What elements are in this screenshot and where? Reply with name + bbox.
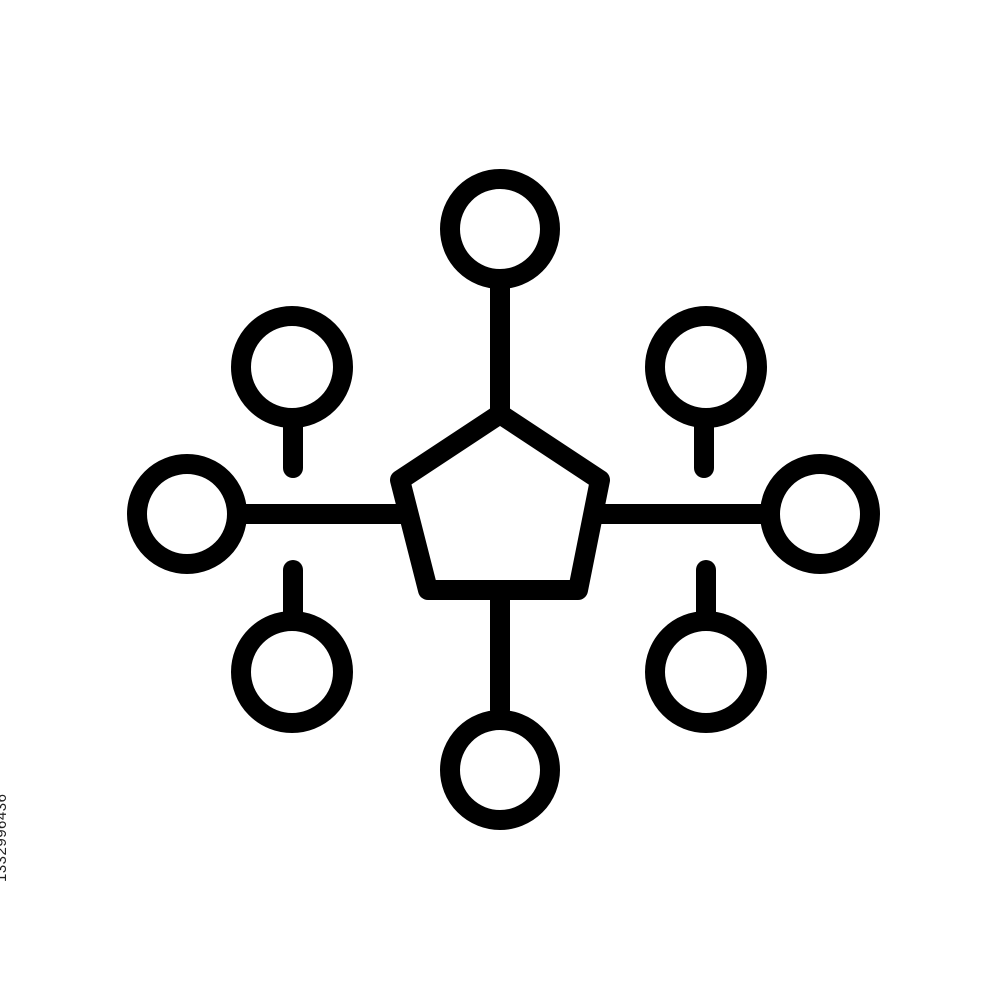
central-pentagon: [390, 404, 610, 600]
node-right: [760, 454, 880, 574]
node-lower-left: [231, 611, 353, 733]
node-upper-right: [645, 306, 767, 428]
stock-image-id: 1332996436: [0, 793, 10, 882]
node-lower-right: [645, 611, 767, 733]
node-left: [127, 454, 247, 574]
node-upper-left: [231, 306, 353, 428]
node-top: [440, 169, 560, 289]
node-bottom: [440, 710, 560, 830]
